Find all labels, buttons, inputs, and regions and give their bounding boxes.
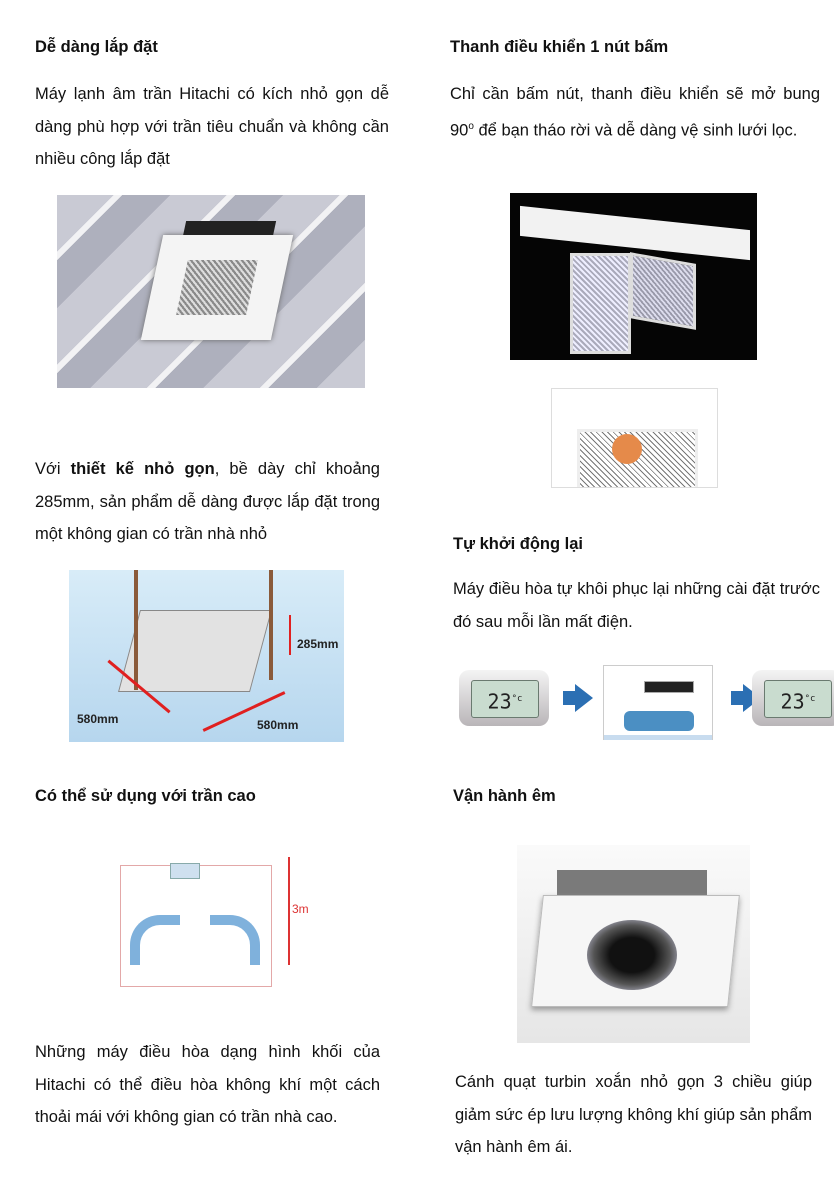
dimension-diagram: 285mm 580mm 580mm [69,570,344,742]
heading-one-button: Thanh điều khiển 1 nút bấm [450,38,669,56]
width-right-label: 580mm [257,718,299,732]
heading-high-ceiling: Có thể sử dụng với trần cao [35,787,256,805]
text: để bạn tháo rời và dễ dàng vệ sinh lưới … [473,121,798,139]
arrow-icon [563,684,593,712]
paragraph-quiet: Cánh quạt turbin xoắn nhỏ gọn 3 chiều gi… [455,1073,812,1156]
paragraph-compact: Với thiết kế nhỏ gọn, bề dày chỉ khoảng … [35,453,380,551]
paragraph-auto-restart: Máy điều hòa tự khôi phục lại những cài … [453,580,820,631]
text: Với [35,460,71,478]
degree-sign: o [468,120,474,132]
room-scene [603,665,713,740]
cassette-unit [140,221,294,340]
unit: °c [804,694,816,704]
temperature: 23 [487,689,512,714]
turbo-fan-photo [517,845,750,1043]
height-label: 285mm [297,637,339,651]
width-left-label: 580mm [77,712,119,726]
remote-display-before: 23°c [459,670,549,726]
heading-auto-restart: Tự khởi động lại [453,535,584,553]
temperature: 23 [780,689,805,714]
unit: °c [511,694,523,704]
heading-quiet: Vận hành êm [453,787,556,805]
text: Chỉ cần bấm nút, thanh điều khiển sẽ mở … [450,85,820,139]
heading-easy-install: Dễ dàng lắp đặt [35,38,158,56]
unit-box [118,610,272,692]
high-ceiling-diagram: 3m [100,845,320,1000]
ceiling-unit [170,863,200,879]
remote-display-after: 23°c [752,670,834,726]
filter-cleaning-illustration [551,388,718,488]
paragraph-easy-install: Máy lạnh âm trần Hitachi có kích nhỏ gọn… [35,85,389,168]
paragraph-one-button: Chỉ cần bấm nút, thanh điều khiển sẽ mở … [450,78,820,147]
ceiling-unit-photo [57,195,365,388]
height-3m-label: 3m [292,902,309,916]
text: , bề dày chỉ khoảng 285mm, sản phẩm dễ d… [35,460,380,543]
auto-restart-illustration: 23°c 23°c [455,660,834,740]
panel-open-photo [510,193,757,360]
paragraph-high-ceiling: Những máy điều hòa dạng hình khối của Hi… [35,1043,380,1126]
bold-text: thiết kế nhỏ gọn [70,460,215,478]
